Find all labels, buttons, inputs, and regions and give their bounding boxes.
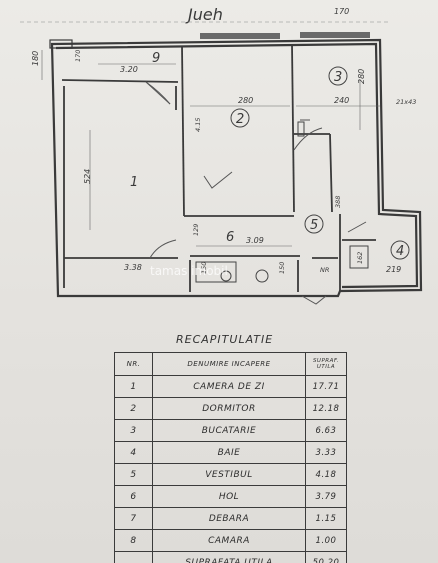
row-area: 17.71 bbox=[305, 375, 347, 398]
window-room2 bbox=[200, 33, 280, 39]
row-area: 12.18 bbox=[305, 397, 347, 420]
row-nr: 6 bbox=[114, 485, 153, 508]
row-area: 1.15 bbox=[305, 507, 347, 530]
dim-room1-bottom: 3.38 bbox=[124, 263, 142, 272]
dim-bath-left: 150 bbox=[200, 262, 208, 274]
row-name: HOL bbox=[152, 485, 306, 508]
watermark-text: tamas imobil bbox=[150, 264, 228, 278]
row-name: CAMERA DE ZI bbox=[152, 375, 306, 398]
dim-room3-width: 240 bbox=[334, 96, 349, 105]
table-row: 7 DEBARA 1.15 bbox=[114, 507, 347, 530]
row-name: SUPRAFATA UTILA bbox=[152, 551, 306, 563]
dim-hall-height: 129 bbox=[192, 224, 200, 236]
row-area: 3.33 bbox=[305, 441, 347, 464]
row-nr: 7 bbox=[114, 507, 153, 530]
dim-nr-label: NR bbox=[320, 266, 329, 274]
row-nr: 3 bbox=[114, 419, 153, 442]
north-label: Jueh bbox=[185, 5, 223, 24]
row-nr: 2 bbox=[114, 397, 153, 420]
table-row: 1 CAMERA DE ZI 17.71 bbox=[114, 375, 347, 398]
row-area: 50.20 bbox=[305, 551, 347, 563]
floor-plan-drawing: Jueh bbox=[20, 5, 423, 305]
row-nr: 8 bbox=[114, 529, 153, 552]
dim-room4-height: 162 bbox=[356, 252, 364, 264]
table-row: 2 DORMITOR 12.18 bbox=[114, 397, 347, 420]
table-row-total: SUPRAFATA UTILA 50.20 bbox=[114, 551, 347, 563]
row-area: 3.79 bbox=[305, 485, 347, 508]
window-top-left bbox=[49, 39, 73, 49]
window-room3 bbox=[300, 32, 370, 38]
door-swings bbox=[145, 81, 367, 305]
dim-room4-width: 219 bbox=[386, 265, 401, 274]
row-area: 1.00 bbox=[305, 529, 347, 552]
header-name: DENUMIRE INCAPERE bbox=[152, 352, 306, 376]
row-name: VESTIBUL bbox=[152, 463, 306, 486]
row-nr bbox=[114, 551, 153, 563]
row-name: DORMITOR bbox=[152, 397, 306, 420]
row-name: DEBARA bbox=[152, 507, 306, 530]
room-number-5: 5 bbox=[310, 218, 318, 233]
outer-walls bbox=[50, 38, 423, 298]
table-row: 4 BAIE 3.33 bbox=[114, 441, 347, 464]
vent-shaft bbox=[297, 121, 305, 137]
recap-table: NR. DENUMIRE INCAPERE SUPRAF. UTILA 1 CA… bbox=[114, 352, 347, 563]
row-nr: 1 bbox=[114, 375, 153, 398]
dim-room2-height: 4.15 bbox=[194, 118, 202, 132]
row-name: BUCATARIE bbox=[152, 419, 306, 442]
header-area: SUPRAF. UTILA bbox=[305, 352, 347, 376]
dim-top-right: 170 bbox=[334, 7, 349, 16]
row-name: CAMARA bbox=[152, 529, 306, 552]
dim-room1-height: 524 bbox=[83, 169, 92, 184]
table-row: 5 VESTIBUL 4.18 bbox=[114, 463, 347, 486]
recap-title: RECAPITULATIE bbox=[176, 333, 274, 346]
room-number-1: 1 bbox=[130, 175, 138, 190]
recap-body: 1 CAMERA DE ZI 17.71 2 DORMITOR 12.18 3 … bbox=[114, 375, 347, 563]
bath-fixtures bbox=[195, 245, 369, 283]
room-markers: 1 2 3 4 5 6 9 bbox=[130, 51, 410, 260]
dim-vestibule-height: 388 bbox=[334, 196, 342, 208]
table-row: 3 BUCATARIE 6.63 bbox=[114, 419, 347, 442]
dim-room3-height: 280 bbox=[357, 69, 366, 84]
table-row: 6 HOL 3.79 bbox=[114, 485, 347, 508]
dim-right-edge: 21x43 bbox=[396, 98, 416, 106]
dim-room2-width: 280 bbox=[238, 96, 253, 105]
row-name: BAIE bbox=[152, 441, 306, 464]
dim-bath-right: 150 bbox=[278, 262, 286, 274]
room-number-4: 4 bbox=[396, 244, 404, 259]
row-nr: 5 bbox=[114, 463, 153, 486]
dim-top-left-height: 180 bbox=[31, 51, 40, 66]
inner-walls bbox=[61, 43, 376, 292]
room-number-3: 3 bbox=[334, 70, 342, 85]
dim-hall-width: 3.09 bbox=[246, 236, 264, 245]
table-row: 8 CAMARA 1.00 bbox=[114, 529, 347, 552]
room-number-2: 2 bbox=[236, 112, 244, 127]
row-nr: 4 bbox=[114, 441, 153, 464]
row-area: 4.18 bbox=[305, 463, 347, 486]
recap-header-row: NR. DENUMIRE INCAPERE SUPRAF. UTILA bbox=[114, 352, 347, 376]
room-number-9: 9 bbox=[152, 51, 160, 66]
row-area: 6.63 bbox=[305, 419, 347, 442]
dimension-lines bbox=[41, 50, 380, 247]
dim-room9-width: 3.20 bbox=[120, 65, 138, 74]
dim-top-left-small: 170 bbox=[74, 50, 82, 62]
header-nr: NR. bbox=[114, 352, 153, 376]
room-number-6: 6 bbox=[226, 230, 234, 245]
